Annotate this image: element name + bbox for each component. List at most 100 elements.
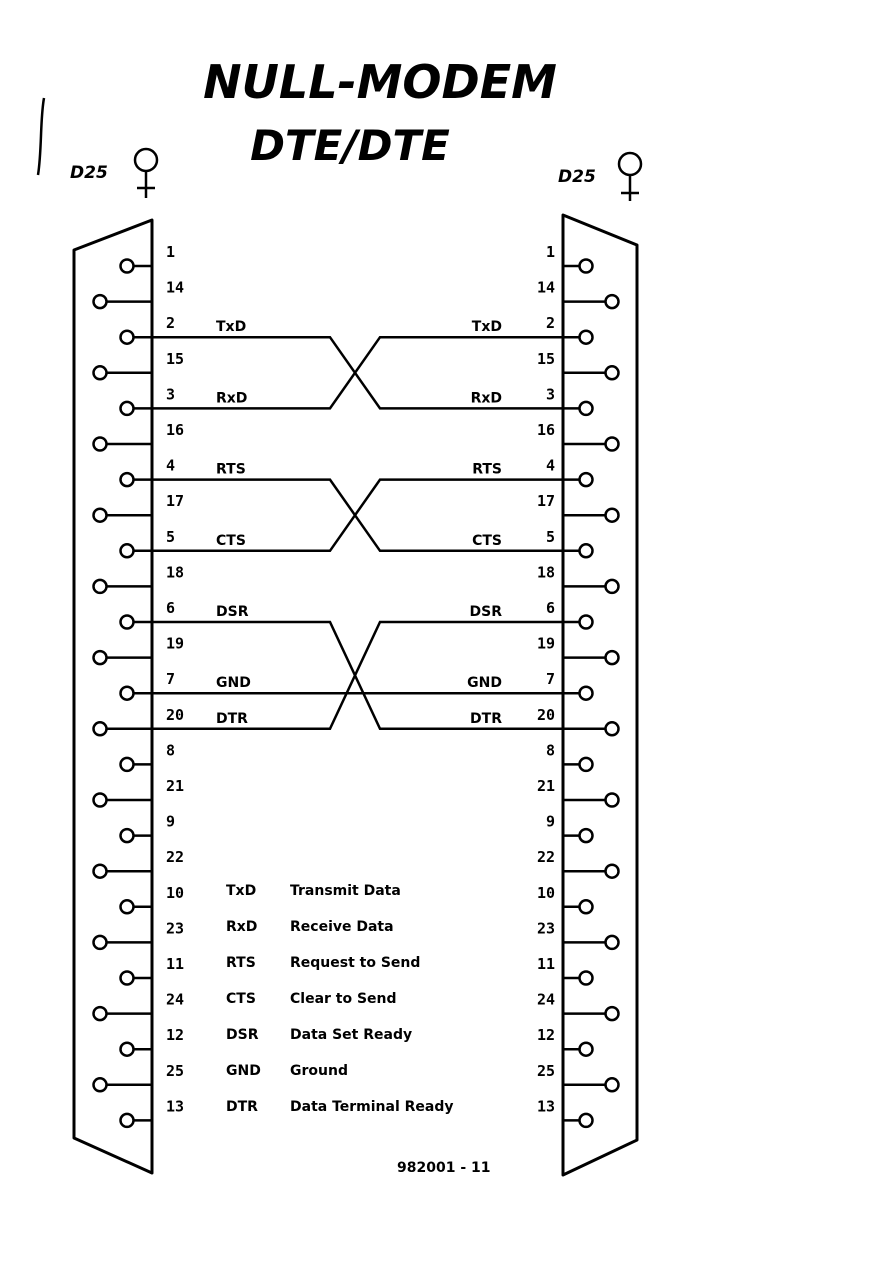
title-line1: NULL-MODEM — [203, 55, 557, 109]
right-pin-12 — [578, 1041, 594, 1057]
left-signal-label: RxD — [216, 390, 247, 406]
legend-desc: Receive Data — [290, 919, 394, 935]
female-symbol-icon — [617, 151, 643, 201]
right-pin-16 — [604, 436, 620, 452]
right-connector-shell — [561, 213, 639, 1177]
left-pin-9 — [119, 827, 135, 844]
left-pin-17 — [92, 507, 108, 523]
legend-desc: Ground — [290, 1063, 348, 1079]
right-pin-number: 3 — [546, 385, 555, 403]
legend-abbr: GND — [226, 1063, 261, 1079]
left-pin-22 — [92, 863, 108, 879]
right-pin-number: 20 — [537, 706, 555, 724]
left-pin-number: 12 — [166, 1026, 184, 1044]
left-pin-18 — [92, 578, 108, 595]
right-pin-9 — [578, 827, 594, 844]
left-pin-number: 23 — [166, 919, 184, 937]
left-pin-number: 13 — [166, 1097, 184, 1115]
left-pin-number: 5 — [166, 528, 175, 546]
right-pin-number: 9 — [546, 813, 555, 831]
title-line2: DTE/DTE — [250, 121, 450, 170]
right-pin-number: 5 — [546, 528, 555, 546]
left-pin-7 — [119, 685, 135, 701]
left-pin-number: 6 — [166, 599, 175, 617]
right-pin-18 — [604, 578, 620, 595]
right-signal-label: DTR — [470, 711, 502, 727]
left-pin-number: 3 — [166, 385, 175, 403]
left-signal-label: TxD — [216, 319, 246, 335]
left-pin-number: 11 — [166, 955, 184, 973]
left-pin-25 — [92, 1077, 108, 1093]
right-pin-25 — [604, 1077, 620, 1093]
legend-desc: Clear to Send — [290, 991, 397, 1007]
right-pin-number: 15 — [537, 350, 555, 368]
left-pin-number: 4 — [166, 457, 175, 475]
wire-20-to-6 — [152, 620, 563, 731]
left-pin-number: 7 — [166, 670, 175, 688]
left-pin-number: 20 — [166, 706, 184, 724]
right-pin-10 — [578, 899, 594, 915]
left-signal-label: DSR — [216, 604, 249, 620]
right-connector-label: D25 — [558, 167, 596, 187]
left-pin-number: 18 — [166, 563, 184, 581]
left-pin-10 — [119, 899, 135, 915]
right-pin-17 — [604, 507, 620, 523]
left-pin-11 — [119, 970, 135, 986]
right-signal-label: RxD — [471, 390, 502, 406]
left-pin-4 — [119, 471, 135, 488]
left-signal-label: CTS — [216, 533, 246, 549]
right-pin-2 — [578, 329, 594, 345]
right-pin-number: 25 — [537, 1062, 555, 1080]
left-pin-24 — [92, 1005, 108, 1022]
left-pin-number: 10 — [166, 884, 184, 902]
right-pin-20 — [604, 721, 620, 737]
right-signal-label: DSR — [470, 604, 503, 620]
right-pin-number: 12 — [537, 1026, 555, 1044]
legend-abbr: DTR — [226, 1099, 258, 1115]
right-pin-number: 17 — [537, 492, 555, 510]
right-pin-23 — [604, 934, 620, 951]
right-pin-19 — [604, 649, 620, 666]
legend-desc: Data Set Ready — [290, 1027, 412, 1043]
right-pin-number: 18 — [537, 563, 555, 581]
right-pin-number: 19 — [537, 635, 555, 653]
right-pin-1 — [578, 258, 594, 274]
wire-3-to-2 — [152, 335, 563, 410]
right-pin-13 — [578, 1112, 594, 1129]
left-pin-number: 17 — [166, 492, 184, 510]
left-connector-label: D25 — [70, 163, 108, 183]
legend-abbr: CTS — [226, 991, 256, 1007]
right-pin-number: 22 — [537, 848, 555, 866]
right-pin-number: 21 — [537, 777, 555, 795]
right-pin-7 — [578, 685, 594, 701]
right-pin-number: 2 — [546, 314, 555, 332]
right-pin-8 — [578, 756, 594, 773]
right-pin-number: 7 — [546, 670, 555, 688]
left-pin-23 — [92, 934, 108, 951]
right-pin-4 — [578, 471, 594, 488]
left-pin-number: 2 — [166, 314, 175, 332]
left-pin-21 — [92, 792, 108, 808]
right-pin-22 — [604, 863, 620, 879]
left-pin-8 — [119, 756, 135, 773]
left-pin-20 — [92, 721, 108, 737]
right-pin-number: 8 — [546, 741, 555, 759]
legend-desc: Data Terminal Ready — [290, 1099, 454, 1115]
right-pin-15 — [604, 365, 620, 381]
right-pin-number: 11 — [537, 955, 555, 973]
right-pin-21 — [604, 792, 620, 808]
left-pin-13 — [119, 1112, 135, 1129]
left-pin-number: 14 — [166, 279, 184, 297]
right-pin-6 — [578, 614, 594, 630]
left-pin-16 — [92, 436, 108, 452]
right-pin-number: 16 — [537, 421, 555, 439]
left-pin-2 — [119, 329, 135, 345]
right-pin-number: 10 — [537, 884, 555, 902]
left-pin-number: 24 — [166, 991, 184, 1009]
right-signal-label: TxD — [472, 319, 502, 335]
female-symbol-icon — [133, 147, 159, 198]
left-pin-number: 21 — [166, 777, 184, 795]
left-pin-number: 9 — [166, 813, 175, 831]
left-pin-number: 15 — [166, 350, 184, 368]
